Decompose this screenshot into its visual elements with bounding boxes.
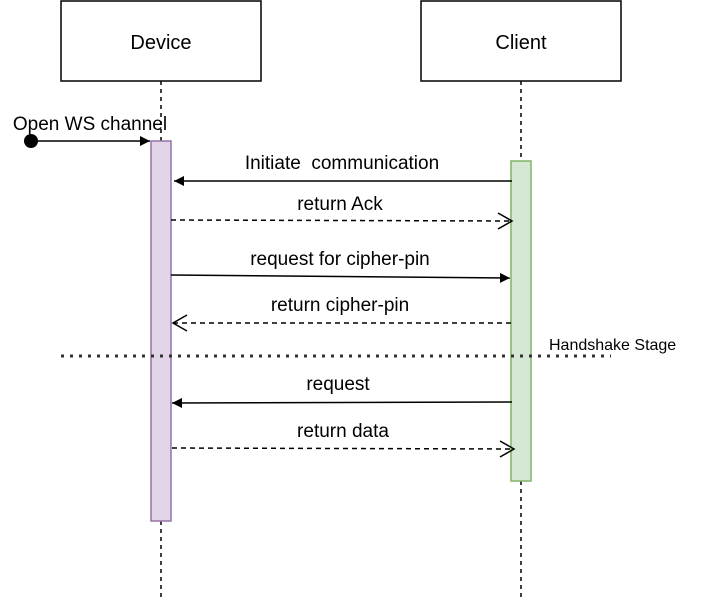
message-arrow [170, 272, 511, 283]
message-label: return cipher-pin [271, 295, 409, 316]
message-label: request for cipher-pin [250, 249, 430, 270]
client-activation-bar [510, 160, 532, 482]
message-request-cipher-pin: request for cipher-pin [170, 249, 511, 283]
message-label: request [306, 374, 370, 395]
message-return-data: return data [171, 421, 516, 458]
open-ws-channel-message: Open WS channel [13, 114, 167, 148]
message-return-cipher-pin: return cipher-pin [171, 295, 511, 332]
device-participant: Device [60, 0, 262, 82]
handshake-divider: Handshake Stage [61, 337, 676, 358]
message-label: return data [297, 421, 389, 442]
message-request: request [171, 374, 513, 408]
handshake-stage-label: Handshake Stage [549, 337, 676, 354]
client-label: Client [495, 32, 547, 54]
message-label: Initiate communication [245, 153, 439, 174]
message-label: return Ack [297, 194, 383, 215]
open-arrowhead-icon [497, 212, 514, 230]
open-ws-channel-label: Open WS channel [13, 114, 167, 135]
message-arrow [171, 397, 513, 408]
device-activation-bar [150, 140, 172, 522]
open-arrowhead-icon [499, 440, 516, 458]
message-arrow [170, 219, 513, 222]
device-label: Device [130, 32, 191, 54]
message-initiate-communication: Initiate communication [174, 153, 512, 186]
open-arrowhead-icon [171, 314, 188, 332]
message-arrow [171, 447, 515, 450]
message-return-ack: return Ack [170, 194, 514, 230]
client-participant: Client [420, 0, 622, 82]
